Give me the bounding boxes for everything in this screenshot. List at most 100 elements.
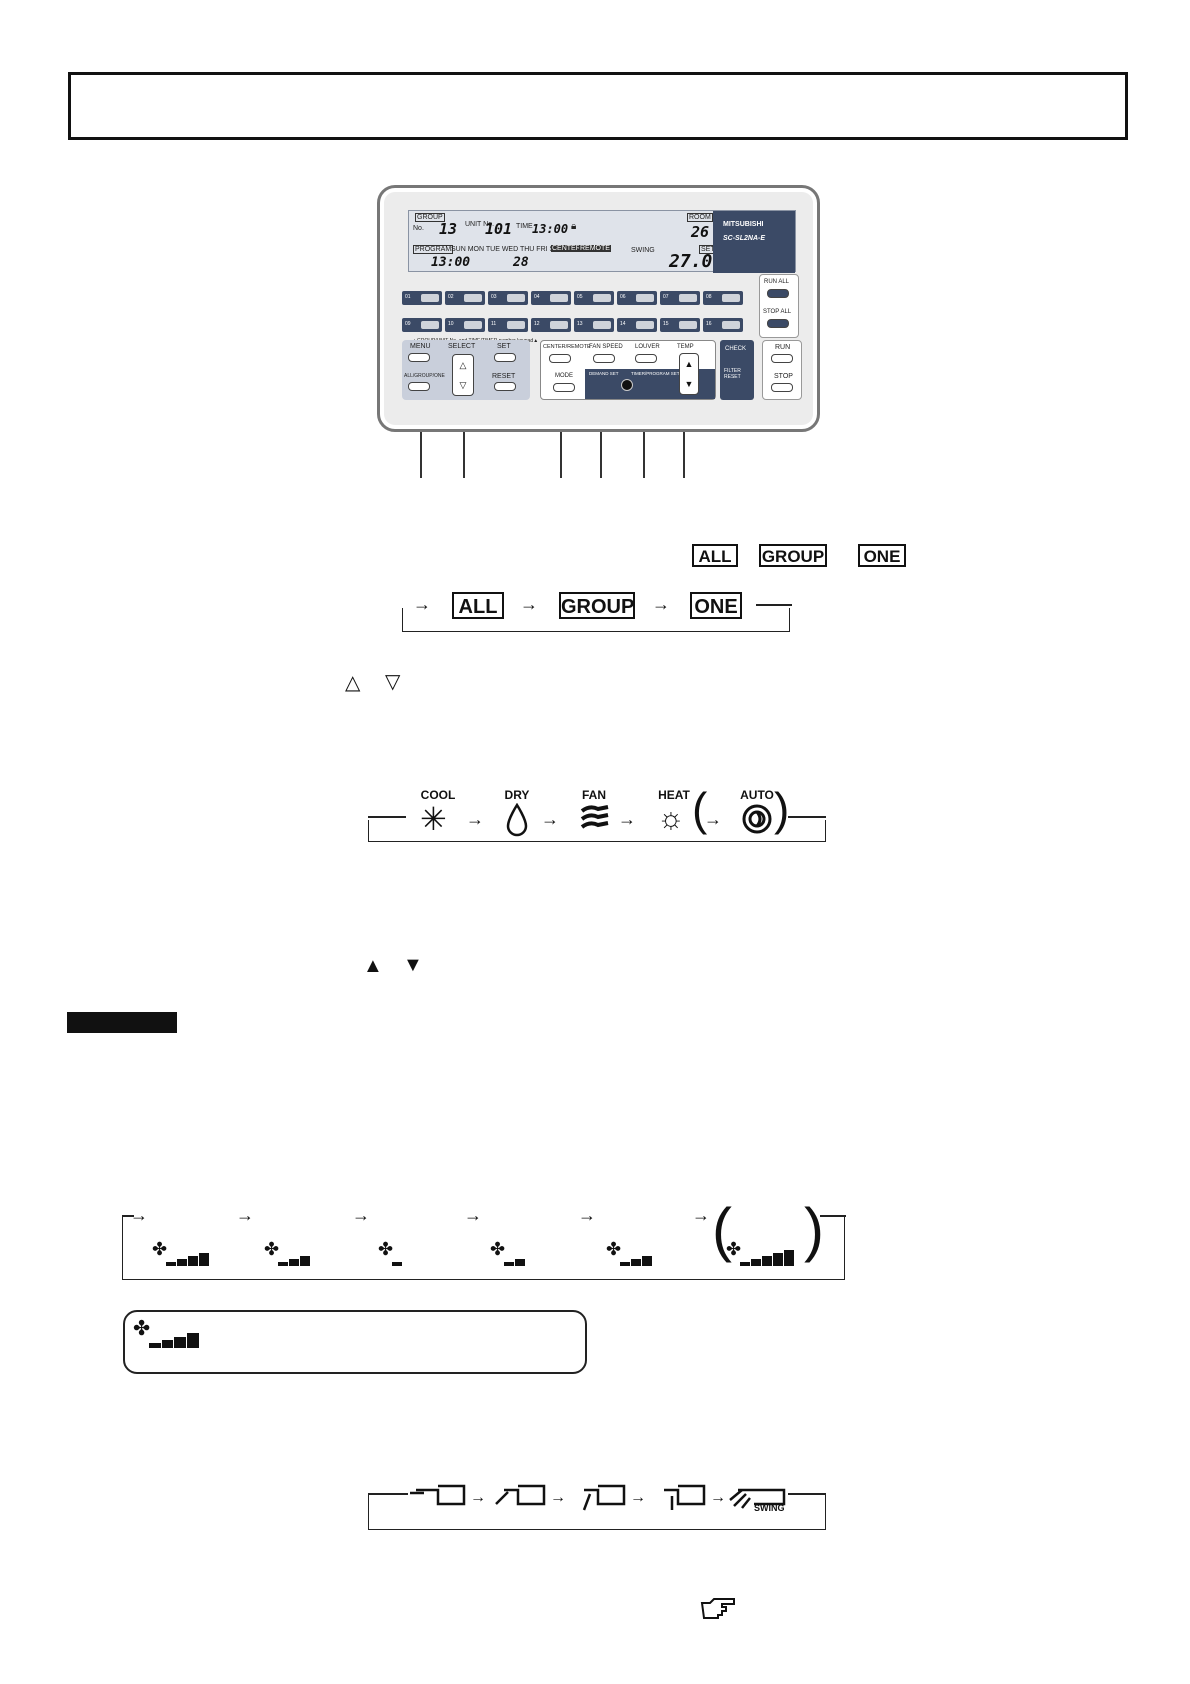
lcd-unit-label: UNIT No. bbox=[465, 221, 495, 228]
remote-controller: GROUP No. 13 UNIT No. 101 TIME 13:00 🔒︎ … bbox=[377, 185, 820, 432]
unit-label: 01 bbox=[405, 294, 411, 300]
unit-button-07[interactable]: 07 bbox=[660, 291, 700, 305]
fan-speed-button[interactable] bbox=[593, 354, 615, 363]
unit-button-11[interactable]: 11 bbox=[488, 318, 528, 332]
unit-label: 08 bbox=[706, 294, 712, 300]
unit-button-15[interactable]: 15 bbox=[660, 318, 700, 332]
lcd-group-no: 13 bbox=[439, 220, 458, 238]
louver-button[interactable] bbox=[635, 354, 657, 363]
unit-button-14[interactable]: 14 bbox=[617, 318, 657, 332]
leader-line bbox=[560, 432, 562, 478]
stop-button[interactable] bbox=[771, 383, 793, 392]
title-box bbox=[68, 72, 1128, 140]
unit-button-03[interactable]: 03 bbox=[488, 291, 528, 305]
mask bbox=[402, 596, 438, 608]
stop-all-label: STOP ALL bbox=[763, 309, 792, 315]
run-stop-all-panel: RUN ALL STOP ALL bbox=[759, 274, 799, 338]
fan-speed-bar bbox=[174, 1336, 186, 1348]
lcd-unit-no: 101 bbox=[485, 220, 513, 238]
unit-button-13[interactable]: 13 bbox=[574, 318, 614, 332]
all-group-one-button[interactable] bbox=[408, 382, 430, 391]
unit-button-01[interactable]: 01 bbox=[402, 291, 442, 305]
inline-one-label: ONE bbox=[858, 544, 906, 567]
unit-label: 12 bbox=[534, 321, 540, 327]
arrow-icon: → bbox=[520, 594, 538, 614]
unit-button-row-1: 01 02 03 04 05 06 07 08 bbox=[402, 291, 743, 307]
unit-button-12[interactable]: 12 bbox=[531, 318, 571, 332]
mode-cycle-line bbox=[368, 815, 826, 842]
seq-line bbox=[368, 816, 406, 818]
fan-label: FAN bbox=[582, 788, 606, 802]
dry-label: DRY bbox=[504, 788, 530, 802]
check-label: CHECK bbox=[725, 346, 747, 352]
unit-button-08[interactable]: 08 bbox=[703, 291, 743, 305]
lcd-group-label: GROUP bbox=[415, 213, 445, 222]
unit-button-09[interactable]: 09 bbox=[402, 318, 442, 332]
lock-icon: 🔒︎ bbox=[571, 221, 577, 232]
unit-button-10[interactable]: 10 bbox=[445, 318, 485, 332]
seq-line bbox=[820, 1215, 846, 1217]
unit-button-row-2: 09 10 11 12 13 14 15 16 bbox=[402, 318, 743, 334]
timer-set-label: TIMER/PROGRAM SET bbox=[631, 371, 680, 376]
unit-button-02[interactable]: 02 bbox=[445, 291, 485, 305]
lcd-swing-label: SWING bbox=[631, 247, 655, 254]
reset-button[interactable] bbox=[494, 382, 516, 391]
lcd-display: GROUP No. 13 UNIT No. 101 TIME 13:00 🔒︎ … bbox=[408, 210, 796, 273]
cool-label: COOL bbox=[420, 788, 456, 802]
pointing-hand-icon bbox=[700, 1598, 735, 1619]
unit-label: 02 bbox=[448, 294, 454, 300]
inline-all-label: ALL bbox=[692, 544, 738, 567]
lcd-program-time: 13:00 bbox=[431, 255, 471, 270]
swing-label: SWING bbox=[754, 1503, 785, 1513]
fan-speed-bar bbox=[161, 1339, 174, 1348]
seq-line bbox=[122, 1215, 134, 1217]
all-label: ALL bbox=[452, 592, 504, 619]
paren-close: ) bbox=[774, 783, 790, 835]
mode-label: MODE bbox=[555, 373, 573, 379]
one-label: ONE bbox=[690, 592, 742, 619]
unit-label: 07 bbox=[663, 294, 669, 300]
lcd-group-no-label: No. bbox=[413, 225, 424, 232]
select-label: SELECT bbox=[448, 343, 476, 350]
unit-button-06[interactable]: 06 bbox=[617, 291, 657, 305]
sensor-dot bbox=[621, 379, 633, 391]
run-all-button[interactable] bbox=[767, 289, 789, 298]
fan-speed-note-box: ✤ bbox=[123, 1310, 587, 1374]
water-drop-icon bbox=[506, 803, 528, 837]
leader-line bbox=[420, 432, 422, 478]
set-button[interactable] bbox=[494, 353, 516, 362]
mode-button[interactable] bbox=[553, 383, 575, 392]
leader-line bbox=[463, 432, 465, 478]
up-solid-triangle-icon: ▲ bbox=[363, 955, 383, 977]
stop-all-button[interactable] bbox=[767, 319, 789, 328]
arrow-icon: → bbox=[618, 809, 636, 829]
inline-group-label: GROUP bbox=[759, 544, 827, 567]
unit-button-05[interactable]: 05 bbox=[574, 291, 614, 305]
unit-button-16[interactable]: 16 bbox=[703, 318, 743, 332]
snowflake-icon: ✳ bbox=[420, 801, 447, 837]
arrow-icon: → bbox=[652, 594, 670, 614]
menu-button[interactable] bbox=[408, 353, 430, 362]
unit-label: 11 bbox=[491, 321, 497, 327]
seq-line bbox=[788, 1493, 826, 1495]
fan-speed-bar bbox=[187, 1333, 199, 1348]
lcd-program-temp: 28 bbox=[513, 255, 529, 270]
up-outline-triangle-icon: △ bbox=[345, 672, 361, 694]
arrow-icon: → bbox=[704, 809, 722, 829]
brand-panel: MITSUBISHI SC-SL2NA-E bbox=[713, 211, 795, 273]
unit-button-04[interactable]: 04 bbox=[531, 291, 571, 305]
run-button[interactable] bbox=[771, 354, 793, 363]
center-remote-button[interactable] bbox=[549, 354, 571, 363]
paren-close: ) bbox=[804, 1196, 824, 1263]
temp-button[interactable]: ▲▼ bbox=[679, 353, 699, 395]
fan-speed-cycle-line bbox=[122, 1215, 845, 1280]
set-label: SET bbox=[497, 343, 511, 350]
louver-label: LOUVER bbox=[635, 344, 660, 350]
unit-label: 15 bbox=[663, 321, 669, 327]
down-outline-triangle-icon: ▽ bbox=[385, 671, 401, 693]
unit-label: 09 bbox=[405, 321, 411, 327]
check-panel: CHECK FILTER RESET bbox=[720, 340, 754, 400]
select-button[interactable]: △▽ bbox=[452, 354, 474, 396]
all-group-one-label: ALL/GROUP/ONE bbox=[404, 373, 445, 379]
